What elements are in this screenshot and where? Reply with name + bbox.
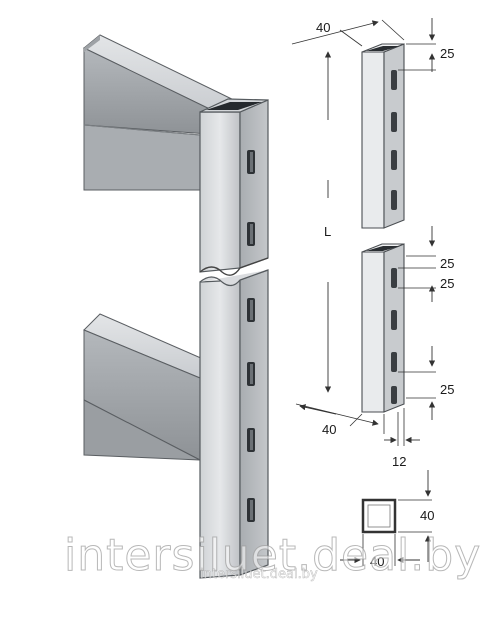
profile-drawing: 40 25 L 25 25 <box>291 18 454 569</box>
dim-length-label: L <box>324 224 331 239</box>
profile-slot <box>391 268 397 288</box>
watermark-small-text: intersiluet.deal.by <box>200 567 318 582</box>
dim-slot-width: 12 <box>384 408 420 469</box>
profile-slot <box>391 352 397 372</box>
dim-slot-pitch-c-label: 25 <box>440 382 454 397</box>
upper-beam <box>83 34 239 191</box>
upright-joint <box>199 257 269 276</box>
dim-top-slot-offset: 25 <box>398 18 454 72</box>
profile-slot <box>391 386 397 404</box>
profile-slot <box>391 70 397 90</box>
dim-section-width-label: 40 <box>370 554 384 569</box>
dim-section-height-label: 40 <box>420 508 434 523</box>
lower-beam <box>83 313 211 461</box>
lower-upright <box>199 269 269 579</box>
dim-bottom-width: 40 <box>295 403 385 437</box>
dim-slot-pitch: 25 25 25 <box>398 226 454 420</box>
profile-slot <box>391 190 397 210</box>
dim-slot-width-label: 12 <box>392 454 406 469</box>
watermark-text: intersiluet.deal.by <box>64 530 481 581</box>
dim-top-width: 40 <box>291 19 405 47</box>
upper-upright <box>199 98 269 273</box>
dim-bottom-width-label: 40 <box>322 422 336 437</box>
profile-slot <box>391 310 397 330</box>
dim-length: L <box>324 51 331 393</box>
dim-slot-pitch-a-label: 25 <box>440 256 454 271</box>
dim-top-width-label: 40 <box>316 20 330 35</box>
dim-slot-pitch-b-label: 25 <box>440 276 454 291</box>
profile-slot <box>391 150 397 170</box>
cross-section: 40 40 <box>340 470 434 569</box>
assembly-illustration <box>83 34 269 579</box>
profile-upper <box>361 43 405 229</box>
profile-lower <box>361 243 405 413</box>
profile-slot <box>391 112 397 132</box>
dim-top-slot-offset-label: 25 <box>440 46 454 61</box>
